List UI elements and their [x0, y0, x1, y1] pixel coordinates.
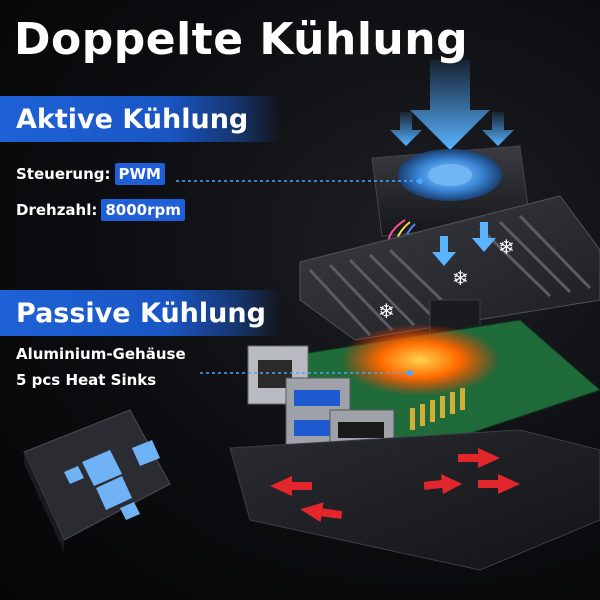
spec-control: Steuerung: PWM	[16, 163, 165, 185]
page-title: Doppelte Kühlung	[14, 14, 469, 65]
spec-speed: Drehzahl: 8000rpm	[16, 199, 185, 221]
active-cooling-heading: Aktive Kühlung	[16, 103, 249, 135]
spec-control-value: PWM	[114, 163, 165, 185]
case-bottom-icon	[23, 409, 171, 552]
passive-line-heatsinks: 5 pcs Heat Sinks	[16, 371, 157, 389]
svg-text:❄: ❄	[452, 266, 469, 290]
active-cooling-banner: Aktive Kühlung	[0, 96, 280, 142]
cool-arrows-icon	[432, 222, 496, 266]
bottom-plate-icon	[229, 429, 600, 571]
passive-cooling-banner: Passive Kühlung	[0, 290, 280, 336]
svg-text:❄: ❄	[498, 235, 515, 259]
passive-cooling-heading: Passive Kühlung	[16, 297, 266, 329]
snowflake-icon: ❄ ❄ ❄	[378, 235, 515, 323]
svg-text:❄: ❄	[378, 299, 395, 323]
passive-line-housing: Aluminium-Gehäuse	[16, 345, 186, 363]
spec-speed-label: Drehzahl:	[16, 201, 98, 219]
raspberry-pi-board-icon	[247, 319, 600, 481]
spec-speed-value: 8000rpm	[101, 199, 185, 221]
spec-control-label: Steuerung:	[16, 165, 111, 183]
airflow-arrows-icon	[390, 60, 514, 150]
